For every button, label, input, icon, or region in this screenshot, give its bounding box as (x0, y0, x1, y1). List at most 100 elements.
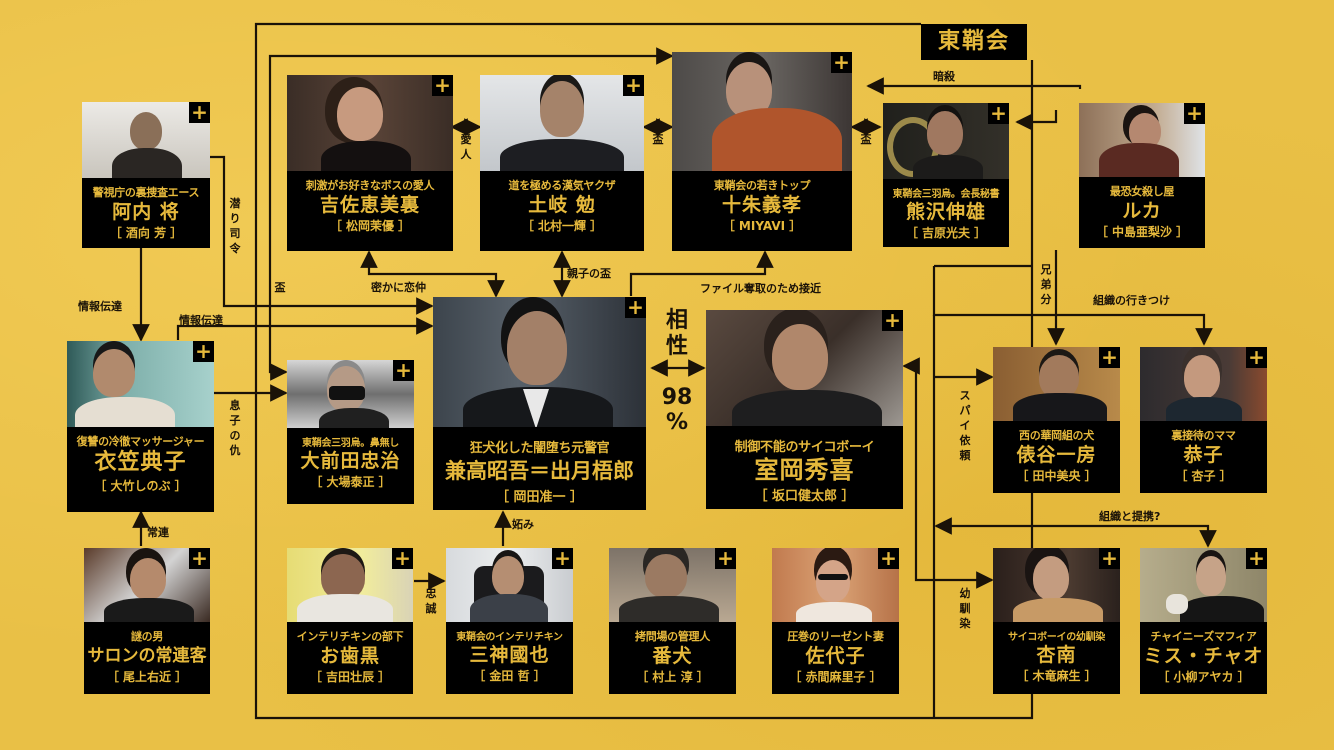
character-card-toki[interactable]: + 道を極める漢気ヤクザ 土岐 勉 ［ 北村一輝 ］ (480, 75, 644, 251)
compatibility-label: 相 性 98 % (650, 308, 704, 436)
relation-label-loyalty: 忠誠 (425, 587, 437, 615)
relation-label-assassination: 暗殺 (933, 70, 955, 83)
actor-name: ［ 吉原光夫 ］ (905, 226, 987, 240)
plus-icon[interactable]: + (1184, 103, 1205, 124)
relation-label-info-transfer: 情報伝達 (78, 300, 122, 313)
character-name: 土岐 勉 (528, 194, 596, 216)
actor-name: ［ 小柳アヤカ ］ (1157, 670, 1250, 684)
character-photo (433, 297, 646, 427)
character-card-murooka[interactable]: + 制御不能のサイコボーイ 室岡秀喜 ［ 坂口健太郎 ］ (706, 310, 903, 509)
plus-icon[interactable]: + (393, 360, 414, 381)
character-card-ano[interactable]: + 警視庁の裏捜査エース 阿内 将 ［ 酒向 芳 ］ (82, 102, 210, 248)
relation-label-son-revenge: 息子の仇 (229, 399, 241, 457)
character-photo (772, 548, 899, 622)
character-photo (82, 102, 210, 178)
character-role: 謎の男 (130, 630, 164, 643)
actor-name: ［ 尾上右近 ］ (106, 670, 188, 684)
character-role: 東鞘会のインテリチキン (456, 632, 563, 643)
relation-label-sakazuki: 盃 (860, 133, 872, 146)
actor-name: ［ MIYAVI ］ (722, 219, 802, 233)
plus-icon[interactable]: + (189, 102, 210, 123)
plus-icon[interactable]: + (715, 548, 736, 569)
character-name: 熊沢伸雄 (905, 201, 986, 223)
plus-icon[interactable]: + (878, 548, 899, 569)
character-photo (993, 347, 1120, 421)
character-card-kyoko[interactable]: + 裏接待のママ 恭子 ［ 杏子 ］ (1140, 347, 1267, 493)
plus-icon[interactable]: + (189, 548, 210, 569)
character-card-sayoko[interactable]: + 圧巻のリーゼント妻 佐代子 ［ 赤間麻里子 ］ (772, 548, 899, 694)
relation-label-childhood-friend: 幼馴染 (959, 587, 971, 630)
plus-icon[interactable]: + (831, 52, 852, 73)
character-role: チャイニーズマフィア (1150, 630, 1257, 643)
character-role: サイコボーイの幼馴染 (1008, 632, 1105, 643)
relation-label-secret-lovers: 密かに恋仲 (371, 281, 426, 294)
plus-icon[interactable]: + (882, 310, 903, 331)
character-photo (672, 52, 852, 171)
plus-icon[interactable]: + (193, 341, 214, 362)
character-card-ohaguro[interactable]: + インテリチキンの部下 お歯黒 ［ 吉田壮辰 ］ (287, 548, 413, 694)
character-card-sogi[interactable]: + 東鞘会の若きトップ 十朱義孝 ［ MIYAVI ］ (672, 52, 852, 251)
character-photo (883, 103, 1009, 179)
character-photo (993, 548, 1120, 622)
actor-name: ［ 坂口健太郎 ］ (754, 489, 855, 504)
actor-name: ［ 酒向 芳 ］ (109, 226, 183, 240)
character-photo (609, 548, 736, 622)
plus-icon[interactable]: + (552, 548, 573, 569)
character-photo (480, 75, 644, 171)
relation-label-org-alliance: 組織と提携? (1099, 510, 1161, 523)
relation-label-undercover-order: 潜り司令 (229, 197, 241, 255)
plus-icon[interactable]: + (1246, 347, 1267, 368)
character-role: 警視庁の裏捜査エース (92, 186, 200, 199)
character-name: 佐代子 (805, 645, 866, 667)
character-card-omaeda[interactable]: + 東鞘会三羽烏。鼻無し 大前田忠治 ［ 大場泰正 ］ (287, 360, 414, 504)
relation-label-file-approach: ファイル奪取のため接近 (700, 282, 821, 295)
character-role: 東鞘会三羽烏。会長秘書 (892, 189, 1000, 200)
character-card-kumazawa[interactable]: + 東鞘会三羽烏。会長秘書 熊沢伸雄 ［ 吉原光夫 ］ (883, 103, 1009, 247)
character-name: 十朱義孝 (721, 194, 802, 216)
character-name: 阿内 将 (112, 201, 180, 223)
character-card-kanetaka[interactable]: + 狂犬化した闇堕ち元警官 兼高昭吾＝出月梧郎 ［ 岡田准一 ］ (433, 297, 646, 510)
character-card-chao[interactable]: + チャイニーズマフィア ミス・チャオ ［ 小柳アヤカ ］ (1140, 548, 1267, 694)
character-name: 俵谷一房 (1016, 444, 1097, 466)
plus-icon[interactable]: + (432, 75, 453, 96)
plus-icon[interactable]: + (988, 103, 1009, 124)
character-card-mikami[interactable]: + 東鞘会のインテリチキン 三神國也 ［ 金田 哲 ］ (446, 548, 573, 694)
character-role: 圧巻のリーゼント妻 (787, 630, 884, 643)
character-card-tawaraya[interactable]: + 西の華岡組の犬 俵谷一房 ［ 田中美央 ］ (993, 347, 1120, 493)
plus-icon[interactable]: + (1099, 548, 1120, 569)
plus-icon[interactable]: + (1099, 347, 1120, 368)
character-name: ミス・チャオ (1143, 645, 1264, 667)
character-card-kinugasa[interactable]: + 復讐の冷徹マッサージャー 衣笠典子 ［ 大竹しのぶ ］ (67, 341, 214, 512)
character-photo (287, 548, 413, 622)
plus-icon[interactable]: + (392, 548, 413, 569)
relation-label-info-transfer: 情報伝達 (179, 314, 223, 327)
character-role: インテリチキンの部下 (296, 630, 404, 643)
actor-name: ［ 岡田准一 ］ (495, 490, 584, 505)
actor-name: ［ 杏子 ］ (1175, 469, 1232, 483)
character-photo (1140, 548, 1267, 622)
character-role: 西の華岡組の犬 (1019, 429, 1094, 442)
character-name: 衣笠典子 (94, 450, 187, 475)
compatibility-value: 98 (661, 385, 693, 410)
actor-name: ［ 北村一輝 ］ (521, 219, 603, 233)
character-card-ruka[interactable]: + 最恐女殺し屋 ルカ ［ 中島亜梨沙 ］ (1079, 103, 1205, 248)
plus-icon[interactable]: + (625, 297, 646, 318)
character-photo (287, 360, 414, 428)
plus-icon[interactable]: + (1246, 548, 1267, 569)
character-name: 番犬 (652, 645, 693, 667)
character-card-annan[interactable]: + サイコボーイの幼馴染 杏南 ［ 木竜麻生 ］ (993, 548, 1120, 694)
character-name: 恭子 (1183, 444, 1224, 466)
character-photo (1140, 347, 1267, 421)
plus-icon[interactable]: + (623, 75, 644, 96)
actor-name: ［ 金田 哲 ］ (473, 669, 546, 683)
relation-label-spy-request: スパイ依頼 (959, 389, 971, 462)
character-role: 東鞘会三羽烏。鼻無し (302, 438, 399, 449)
character-card-banken[interactable]: + 拷問場の管理人 番犬 ［ 村上 淳 ］ (609, 548, 736, 694)
relation-label-sakazuki: 盃 (274, 281, 286, 294)
character-role: 復讐の冷徹マッサージャー (76, 435, 205, 448)
character-card-salon[interactable]: + 謎の男 サロンの常連客 ［ 尾上右近 ］ (84, 548, 210, 694)
character-role: 狂犬化した闇堕ち元警官 (469, 441, 610, 456)
actor-name: ［ 大場泰正 ］ (310, 475, 391, 489)
character-card-yoshisa[interactable]: + 刺激がお好きなボスの愛人 吉佐恵美裏 ［ 松岡茉優 ］ (287, 75, 453, 251)
